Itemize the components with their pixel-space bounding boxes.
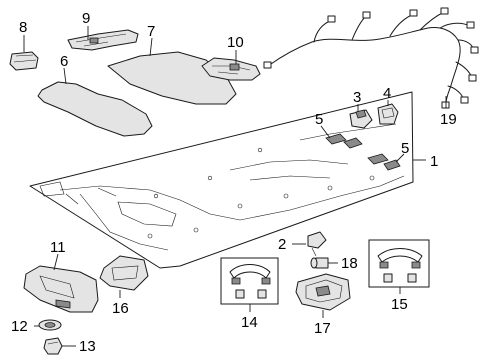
callout-6: 6 [60, 53, 68, 70]
callout-10: 10 [227, 34, 244, 51]
part-18-bulb [310, 257, 338, 269]
part-16-lamp [99, 255, 149, 298]
callout-5a: 5 [315, 111, 323, 128]
part-14-grip-assembly [220, 257, 279, 312]
part-11-sun-visor [23, 253, 99, 313]
part-9-bracket [67, 26, 139, 51]
callout-2: 2 [278, 236, 286, 253]
callout-8: 8 [19, 19, 27, 36]
part-5-pads [320, 125, 405, 171]
part-13-clip [43, 337, 76, 355]
callout-15: 15 [391, 296, 408, 313]
part-17-lamp [295, 273, 351, 318]
part-1-headliner [29, 91, 426, 269]
callout-19: 19 [440, 111, 457, 128]
callout-16: 16 [112, 300, 129, 317]
part-15-grip-assembly [368, 239, 430, 294]
callout-3: 3 [353, 89, 361, 106]
callout-9: 9 [82, 10, 90, 27]
part-4-clip [377, 100, 399, 125]
part-3-clip [349, 104, 373, 129]
callout-4: 4 [383, 85, 391, 102]
part-12-holder [34, 319, 62, 331]
callout-7: 7 [147, 23, 155, 40]
callout-5b: 5 [401, 140, 409, 157]
callout-13: 13 [79, 338, 96, 355]
callout-14: 14 [241, 314, 258, 331]
part-10-bracket [201, 50, 261, 81]
callout-11: 11 [50, 239, 66, 256]
part-8-clip [9, 35, 39, 71]
part-2-clip [292, 231, 327, 257]
callout-12: 12 [11, 318, 28, 335]
callout-17: 17 [314, 320, 331, 337]
callout-1: 1 [430, 153, 438, 170]
callout-18: 18 [341, 255, 358, 272]
part-19-wire-harness [263, 7, 479, 109]
part-6-pad [37, 67, 153, 137]
